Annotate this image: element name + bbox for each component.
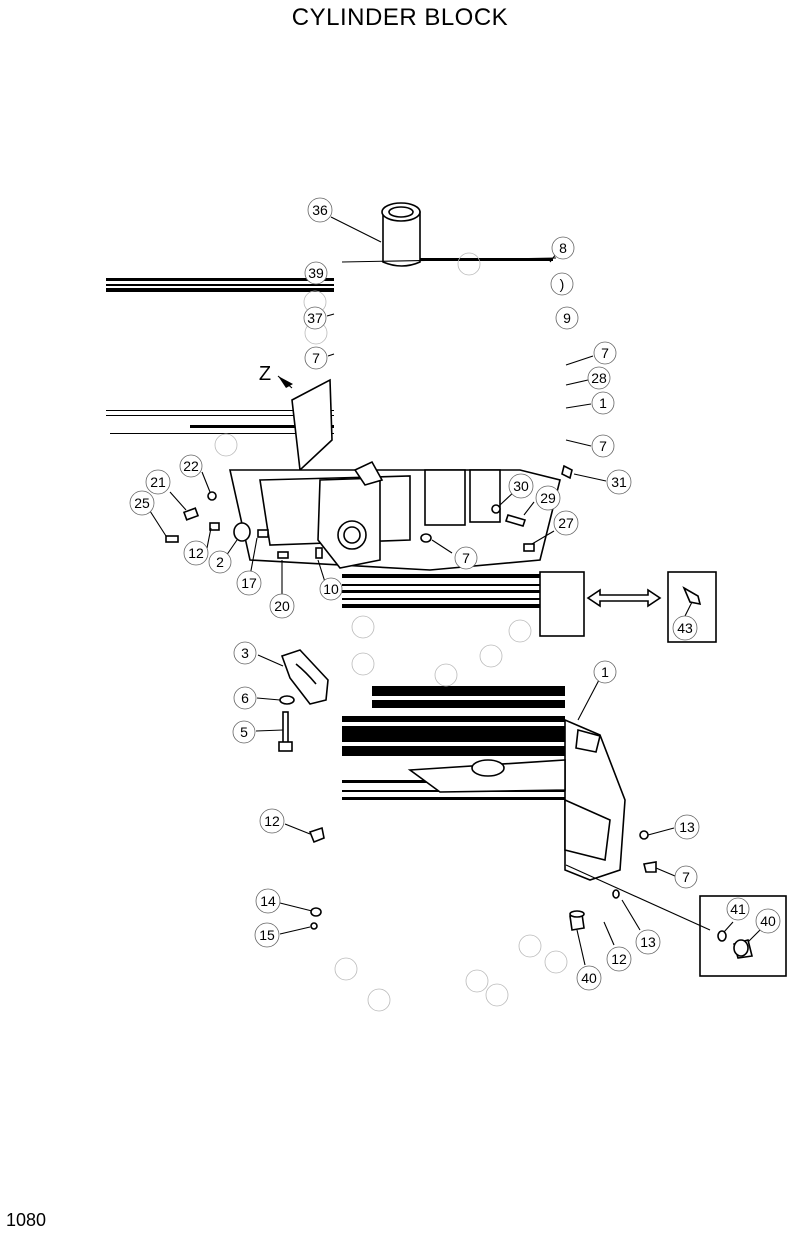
double-arrow bbox=[586, 588, 662, 608]
callout-17: 17 bbox=[236, 570, 262, 596]
svg-text:7: 7 bbox=[462, 550, 470, 566]
washer-part bbox=[279, 695, 295, 705]
svg-text:39: 39 bbox=[308, 265, 324, 281]
leader-lines bbox=[149, 216, 762, 966]
sensor-part-43 bbox=[682, 586, 702, 606]
callout-43: 43 bbox=[672, 615, 698, 641]
svg-text:14: 14 bbox=[260, 893, 276, 909]
callout-37: 37 bbox=[303, 306, 327, 330]
plug-part-40 bbox=[717, 930, 753, 959]
svg-text:): ) bbox=[560, 276, 565, 292]
svg-text:27: 27 bbox=[558, 515, 574, 531]
callout-1-b: 1 bbox=[591, 391, 615, 415]
svg-text:6: 6 bbox=[241, 690, 249, 706]
svg-text:1: 1 bbox=[599, 395, 607, 411]
svg-text:13: 13 bbox=[679, 819, 695, 835]
callout-2: 2 bbox=[208, 550, 232, 574]
svg-text:2: 2 bbox=[216, 554, 224, 570]
svg-text:17: 17 bbox=[241, 575, 257, 591]
svg-text:29: 29 bbox=[540, 490, 556, 506]
callout-12-c: 12 bbox=[606, 946, 632, 972]
callout-28: 28 bbox=[587, 366, 611, 390]
callout-40-b: 40 bbox=[576, 965, 602, 991]
callout-41: 41 bbox=[726, 897, 750, 921]
cylinder-block-upper bbox=[229, 378, 561, 571]
svg-text:7: 7 bbox=[682, 869, 690, 885]
callout-14: 14 bbox=[255, 888, 281, 914]
svg-text:7: 7 bbox=[312, 350, 320, 366]
callout-13-b: 13 bbox=[635, 929, 661, 955]
svg-text:7: 7 bbox=[601, 345, 609, 361]
callout-12-a: 12 bbox=[183, 540, 209, 566]
svg-text:40: 40 bbox=[581, 970, 597, 986]
inset-box-detail bbox=[539, 571, 585, 637]
svg-text:9: 9 bbox=[563, 310, 571, 326]
scan-artifact-bars bbox=[106, 278, 567, 800]
callout-15: 15 bbox=[254, 922, 280, 948]
callout-8: 8 bbox=[551, 236, 575, 260]
svg-text:37: 37 bbox=[307, 310, 323, 326]
view-z-label: Z bbox=[259, 363, 271, 385]
svg-text:10: 10 bbox=[323, 581, 339, 597]
callout-21: 21 bbox=[145, 469, 171, 495]
svg-text:41: 41 bbox=[730, 901, 746, 917]
callout-25: 25 bbox=[129, 490, 155, 516]
svg-text:12: 12 bbox=[188, 545, 204, 561]
callout-13-a: 13 bbox=[674, 814, 700, 840]
svg-text:1: 1 bbox=[601, 664, 609, 680]
svg-text:5: 5 bbox=[240, 724, 248, 740]
callout-6: 6 bbox=[233, 686, 257, 710]
svg-text:22: 22 bbox=[183, 458, 199, 474]
svg-text:12: 12 bbox=[611, 951, 627, 967]
svg-text:30: 30 bbox=[513, 478, 529, 494]
svg-text:3: 3 bbox=[241, 645, 249, 661]
cylinder-block-lower bbox=[407, 718, 626, 881]
callout-39: 39 bbox=[304, 261, 328, 285]
view-z-arrow bbox=[277, 375, 293, 389]
fittings-upper bbox=[165, 464, 573, 559]
fittings-lower bbox=[308, 826, 657, 931]
callout-5: 5 bbox=[232, 720, 256, 744]
svg-text:36: 36 bbox=[312, 202, 328, 218]
callout-7-c: 7 bbox=[591, 434, 615, 458]
callout-7-e: 7 bbox=[674, 865, 698, 889]
callout-1-c: 1 bbox=[593, 660, 617, 684]
callout-10: 10 bbox=[319, 577, 343, 601]
callout-40-a: 40 bbox=[755, 908, 781, 934]
bearing-cap-part bbox=[280, 649, 329, 705]
callout-3: 3 bbox=[233, 641, 257, 665]
callout-27: 27 bbox=[553, 510, 579, 536]
svg-text:8: 8 bbox=[559, 240, 567, 256]
callout-7-b: 7 bbox=[593, 341, 617, 365]
svg-text:43: 43 bbox=[677, 620, 693, 636]
svg-text:21: 21 bbox=[150, 474, 166, 490]
svg-text:12: 12 bbox=[264, 813, 280, 829]
svg-text:28: 28 bbox=[591, 370, 607, 386]
callout-7-a: 7 bbox=[304, 346, 328, 370]
page-number: 1080 bbox=[6, 1210, 47, 1230]
callout-7-d: 7 bbox=[454, 546, 478, 570]
svg-text:40: 40 bbox=[760, 913, 776, 929]
svg-text:7: 7 bbox=[599, 438, 607, 454]
svg-text:31: 31 bbox=[611, 474, 627, 490]
callout-31: 31 bbox=[606, 469, 632, 495]
callout-30: 30 bbox=[508, 473, 534, 499]
callout-22: 22 bbox=[179, 454, 203, 478]
page-title: CYLINDER BLOCK bbox=[291, 4, 509, 31]
callout-20: 20 bbox=[269, 593, 295, 619]
callout-29: 29 bbox=[535, 485, 561, 511]
svg-text:20: 20 bbox=[274, 598, 290, 614]
callout-1-top: ) bbox=[550, 272, 574, 296]
svg-text:15: 15 bbox=[259, 927, 275, 943]
callout-12-b: 12 bbox=[259, 808, 285, 834]
cylinder-liner-part bbox=[341, 202, 557, 267]
svg-text:13: 13 bbox=[640, 934, 656, 950]
callout-36: 36 bbox=[307, 197, 333, 223]
callout-9: 9 bbox=[555, 306, 579, 330]
svg-text:25: 25 bbox=[134, 495, 150, 511]
cap-bolt-part bbox=[278, 711, 293, 752]
